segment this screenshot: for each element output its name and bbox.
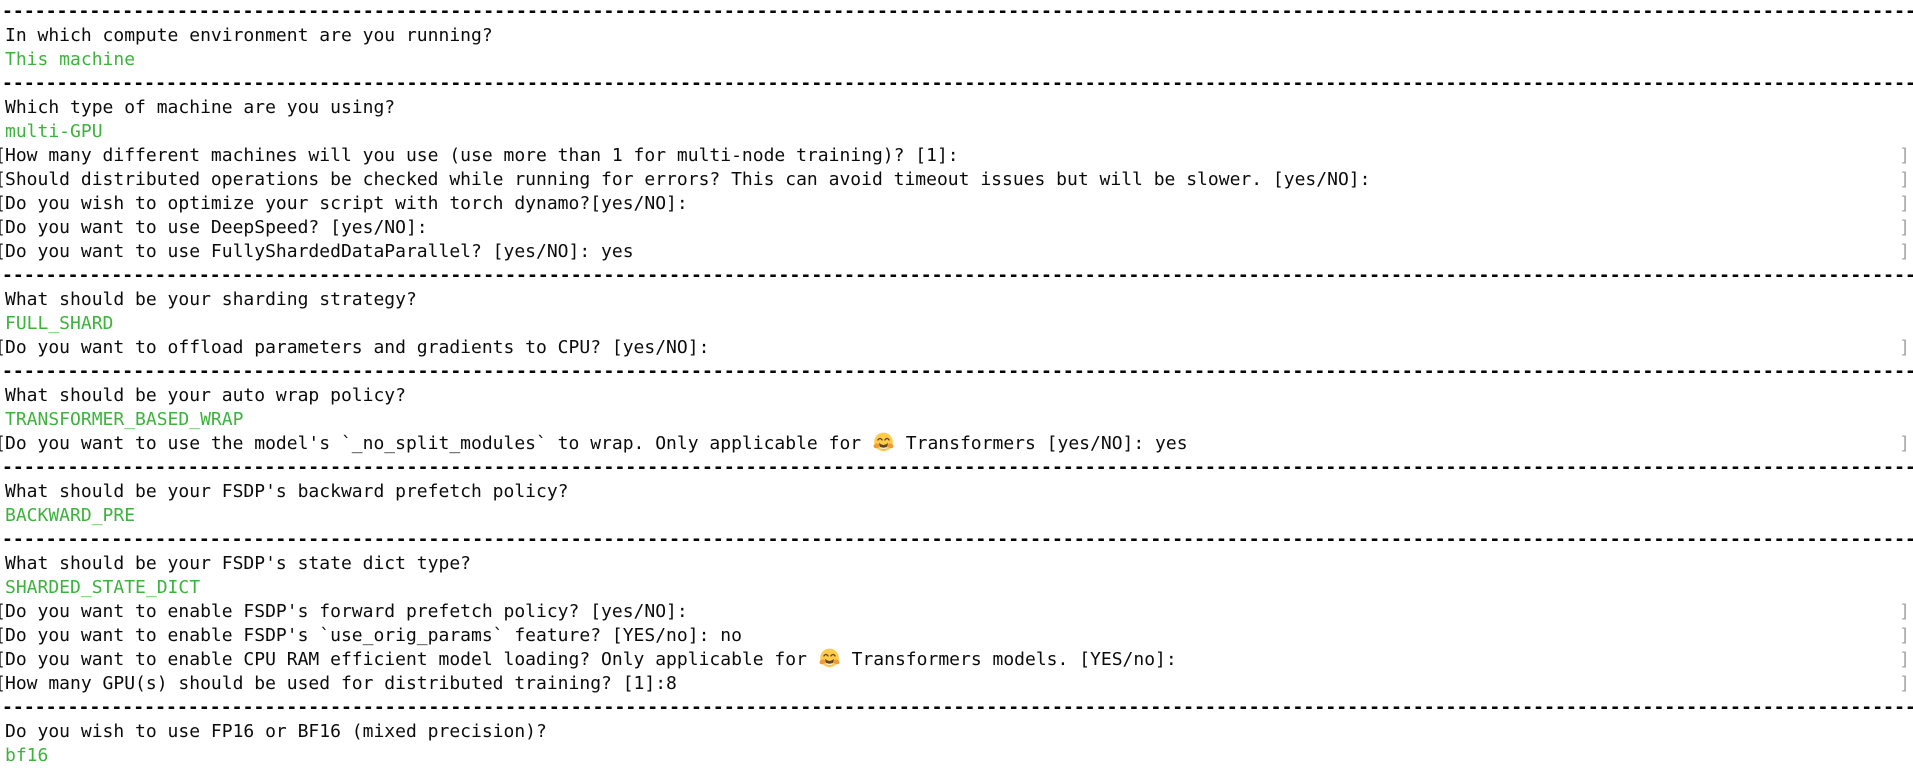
answer-value: FULL_SHARD bbox=[5, 313, 114, 334]
prompt-input-line[interactable]: [Do you want to enable FSDP's `use_orig_… bbox=[0, 624, 1913, 648]
left-bracket: [ bbox=[0, 336, 6, 360]
left-bracket: [ bbox=[0, 240, 6, 264]
prompt-input-line[interactable]: [Do you want to enable CPU RAM efficient… bbox=[0, 648, 1913, 672]
prompt-text: Do you want to use FullyShardedDataParal… bbox=[5, 241, 634, 262]
left-bracket: [ bbox=[0, 216, 6, 240]
right-bracket: ] bbox=[1899, 673, 1910, 694]
hugging-face-emoji bbox=[873, 432, 894, 453]
separator-line: ----------------------------------------… bbox=[2, 529, 1913, 550]
left-bracket: [ bbox=[0, 144, 6, 168]
right-bracket: ] bbox=[1899, 433, 1910, 454]
prompt-text: Do you want to use DeepSpeed? [yes/NO]: bbox=[5, 217, 428, 238]
question-line: Do you wish to use FP16 or BF16 (mixed p… bbox=[5, 721, 547, 742]
answer-value: TRANSFORMER_BASED_WRAP bbox=[5, 409, 244, 430]
answer-value: multi-GPU bbox=[5, 121, 103, 142]
right-bracket: ] bbox=[1899, 625, 1910, 646]
separator-line: ----------------------------------------… bbox=[2, 265, 1913, 286]
prompt-input-line[interactable]: [Do you want to use DeepSpeed? [yes/NO]:… bbox=[0, 216, 1913, 240]
prompt-text: Do you want to enable CPU RAM efficient … bbox=[5, 648, 1177, 670]
right-bracket: ] bbox=[1899, 337, 1910, 358]
prompt-input-line[interactable]: [Do you want to enable FSDP's forward pr… bbox=[0, 600, 1913, 624]
prompt-text: Do you want to use the model's `_no_spli… bbox=[5, 432, 1188, 454]
separator-line: ----------------------------------------… bbox=[2, 1, 1913, 22]
separator-line: ----------------------------------------… bbox=[2, 697, 1913, 718]
answer-value: SHARDED_STATE_DICT bbox=[5, 577, 201, 598]
prompt-input-line[interactable]: [Do you want to offload parameters and g… bbox=[0, 336, 1913, 360]
prompt-text: Should distributed operations be checked… bbox=[5, 169, 1371, 190]
question-line: What should be your FSDP's backward pref… bbox=[5, 481, 569, 502]
prompt-input-line[interactable]: [Do you want to use FullyShardedDataPara… bbox=[0, 240, 1913, 264]
left-bracket: [ bbox=[0, 600, 6, 624]
right-bracket: ] bbox=[1899, 217, 1910, 238]
right-bracket: ] bbox=[1899, 145, 1910, 166]
left-bracket: [ bbox=[0, 192, 6, 216]
prompt-text: Do you want to offload parameters and gr… bbox=[5, 337, 710, 358]
right-bracket: ] bbox=[1899, 601, 1910, 622]
question-line: What should be your auto wrap policy? bbox=[5, 385, 406, 406]
right-bracket: ] bbox=[1899, 193, 1910, 214]
left-bracket: [ bbox=[0, 672, 6, 696]
hugging-face-emoji bbox=[819, 648, 840, 669]
prompt-text: How many different machines will you use… bbox=[5, 145, 959, 166]
question-line: What should be your sharding strategy? bbox=[5, 289, 417, 310]
left-bracket: [ bbox=[0, 168, 6, 192]
answer-value: BACKWARD_PRE bbox=[5, 505, 136, 526]
left-bracket: [ bbox=[0, 624, 6, 648]
prompt-input-line[interactable]: [How many GPU(s) should be used for dist… bbox=[0, 672, 1913, 696]
question-line: Which type of machine are you using? bbox=[5, 97, 396, 118]
right-bracket: ] bbox=[1899, 649, 1910, 670]
prompt-input-line[interactable]: [Should distributed operations be checke… bbox=[0, 168, 1913, 192]
prompt-input-line[interactable]: [How many different machines will you us… bbox=[0, 144, 1913, 168]
prompt-text: Do you want to enable FSDP's forward pre… bbox=[5, 601, 688, 622]
prompt-input-line[interactable]: [Do you wish to optimize your script wit… bbox=[0, 192, 1913, 216]
answer-value: bf16 bbox=[5, 745, 49, 766]
question-line: What should be your FSDP's state dict ty… bbox=[5, 553, 471, 574]
question-line: In which compute environment are you run… bbox=[5, 25, 493, 46]
answer-value: This machine bbox=[5, 49, 136, 70]
prompt-text: Do you want to enable FSDP's `use_orig_p… bbox=[5, 625, 742, 646]
right-bracket: ] bbox=[1899, 241, 1910, 262]
prompt-text: How many GPU(s) should be used for distr… bbox=[5, 673, 677, 694]
left-bracket: [ bbox=[0, 648, 6, 672]
separator-line: ----------------------------------------… bbox=[2, 361, 1913, 382]
prompt-text: Do you wish to optimize your script with… bbox=[5, 193, 688, 214]
separator-line: ----------------------------------------… bbox=[2, 73, 1913, 94]
prompt-input-line[interactable]: [Do you want to use the model's `_no_spl… bbox=[0, 432, 1913, 456]
separator-line: ----------------------------------------… bbox=[2, 457, 1913, 478]
right-bracket: ] bbox=[1899, 169, 1910, 190]
left-bracket: [ bbox=[0, 432, 6, 456]
